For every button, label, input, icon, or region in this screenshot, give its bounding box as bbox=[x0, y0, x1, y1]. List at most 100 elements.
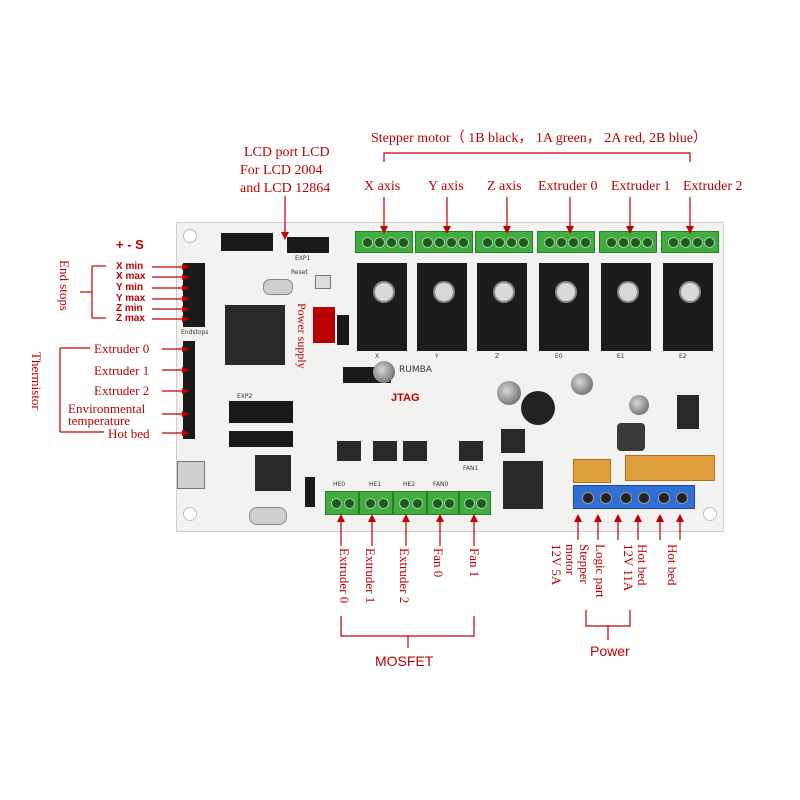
thermistor-header bbox=[183, 341, 195, 439]
mounting-hole bbox=[183, 507, 197, 521]
electrolytic-capacitor bbox=[373, 361, 395, 383]
driver-silk-e2: E2 bbox=[679, 353, 687, 360]
power-jumper[interactable] bbox=[313, 307, 335, 343]
mosfet-group-label: MOSFET bbox=[375, 653, 434, 669]
fuse bbox=[625, 455, 715, 481]
rumba-silk: RUMBA bbox=[399, 365, 432, 375]
axis-label-y: Y axis bbox=[428, 179, 464, 194]
axis-label-extruder-1: Extruder 1 bbox=[611, 179, 671, 194]
mosfet-chip bbox=[337, 441, 361, 461]
thermistor-group-label: Thermistor bbox=[29, 352, 44, 410]
reset-silk: Reset bbox=[291, 269, 308, 276]
fan1-silk: FAN1 bbox=[463, 465, 479, 472]
driver-socket-e1 bbox=[601, 263, 651, 351]
mosfet-output-fan-0: Fan 0 bbox=[431, 548, 446, 578]
mosfet-terminal-he2[interactable] bbox=[393, 491, 427, 515]
driver-socket-z bbox=[477, 263, 527, 351]
crystal-2 bbox=[249, 507, 287, 525]
small-header-2 bbox=[305, 477, 315, 507]
lcd-header-exp2-top bbox=[221, 233, 273, 251]
power-line-hotbed-2: Hot bed bbox=[665, 544, 680, 586]
driver-potentiometer[interactable] bbox=[679, 281, 701, 303]
axis-label-extruder-0: Extruder 0 bbox=[538, 179, 598, 194]
driver-silk-e1: E1 bbox=[617, 353, 625, 360]
stepper-terminal-y[interactable] bbox=[415, 231, 473, 253]
power-line-hotbed: Hot bed bbox=[635, 544, 650, 586]
driver-socket-y bbox=[417, 263, 467, 351]
power-line-logic: Logic part bbox=[593, 544, 608, 598]
ic-chip bbox=[677, 395, 699, 429]
driver-potentiometer[interactable] bbox=[433, 281, 455, 303]
mounting-hole bbox=[703, 507, 717, 521]
driver-silk-e0: E0 bbox=[555, 353, 563, 360]
stepper-terminal-e2[interactable] bbox=[661, 231, 719, 253]
stepper-terminal-z[interactable] bbox=[475, 231, 533, 253]
mosfet-chip bbox=[403, 441, 427, 461]
driver-socket-e2 bbox=[663, 263, 713, 351]
stepper-terminal-e0[interactable] bbox=[537, 231, 595, 253]
driver-silk-z: Z bbox=[495, 353, 500, 360]
mosfet-output-fan-1: Fan 1 bbox=[467, 548, 482, 578]
mounting-hole bbox=[183, 229, 197, 243]
mosfet-terminal-fan0[interactable] bbox=[427, 491, 459, 515]
thermistor-label-temperature: temperature bbox=[68, 413, 131, 428]
power-line-stepper: Stepper bbox=[577, 544, 592, 584]
rumba-board: EXP1 Reset Endstops RUMBA EXP2 X bbox=[176, 222, 724, 532]
endstop-label-z-min: Z min bbox=[116, 303, 143, 314]
thermistor-label-extruder-1: Extruder 1 bbox=[94, 363, 150, 378]
lcd-for-label: For LCD 2004 bbox=[240, 163, 323, 178]
reset-button[interactable] bbox=[315, 275, 331, 289]
jtag-label: JTAG bbox=[391, 392, 420, 404]
power-inductor bbox=[617, 423, 645, 451]
driver-silk-y: Y bbox=[435, 353, 439, 360]
endstop-label-z-max: Z max bbox=[116, 313, 145, 324]
usb-chip bbox=[255, 455, 291, 491]
exp1-silk: EXP1 bbox=[295, 255, 311, 262]
usb-port[interactable] bbox=[177, 461, 205, 489]
endstop-header bbox=[183, 263, 205, 327]
mosfet-output-extruder-2: Extruder 2 bbox=[397, 548, 412, 604]
polarity-label: + - S bbox=[116, 237, 144, 252]
stepper-terminal-x[interactable] bbox=[355, 231, 413, 253]
lcd-and-label: and LCD 12864 bbox=[240, 181, 331, 196]
electrolytic-capacitor bbox=[629, 395, 649, 415]
endstop-label-y-max: Y max bbox=[116, 293, 146, 304]
endstop-label-y-min: Y min bbox=[116, 282, 144, 293]
driver-silk-x: X bbox=[375, 353, 380, 360]
exp2-silk: EXP2 bbox=[237, 393, 253, 400]
stepper-motor-label: Stepper motor（ 1B black， 1A green， 2A re… bbox=[371, 131, 707, 146]
mosfet-terminal-fan1[interactable] bbox=[459, 491, 491, 515]
mosfet-chip bbox=[373, 441, 397, 461]
driver-potentiometer[interactable] bbox=[373, 281, 395, 303]
endstop-label-x-max: X max bbox=[116, 271, 146, 282]
axis-label-z: Z axis bbox=[487, 179, 522, 194]
regulator-chip bbox=[503, 461, 543, 509]
power-terminal[interactable] bbox=[573, 485, 695, 509]
mosfet-terminal-he0[interactable] bbox=[325, 491, 359, 515]
driver-socket-x bbox=[357, 263, 407, 351]
driver-potentiometer[interactable] bbox=[555, 281, 577, 303]
electrolytic-capacitor bbox=[497, 381, 521, 405]
small-header bbox=[337, 315, 349, 345]
endstops-silk: Endstops bbox=[181, 329, 209, 336]
aux-header bbox=[229, 431, 293, 447]
mosfet-chip bbox=[459, 441, 483, 461]
lcd-header-exp1-top bbox=[287, 237, 329, 253]
stepper-terminal-e1[interactable] bbox=[599, 231, 657, 253]
exp2-header bbox=[229, 401, 293, 423]
driver-potentiometer[interactable] bbox=[493, 281, 515, 303]
electrolytic-capacitor bbox=[571, 373, 593, 395]
inductor bbox=[521, 391, 555, 425]
power-supply-label: Power supply bbox=[295, 303, 309, 369]
axis-label-x: X axis bbox=[364, 179, 401, 194]
power-line-motor: motor bbox=[563, 544, 578, 576]
mosfet-chip bbox=[501, 429, 525, 453]
axis-label-extruder-2: Extruder 2 bbox=[683, 179, 743, 194]
he0-silk: HE0 bbox=[333, 481, 346, 488]
mcu-chip bbox=[225, 305, 285, 365]
mosfet-terminal-he1[interactable] bbox=[359, 491, 393, 515]
lcd-port-label: LCD port LCD bbox=[244, 145, 330, 160]
thermistor-label-environmental: Environmental bbox=[68, 401, 146, 416]
power-line-hotbed-12v: 12V 11A bbox=[621, 544, 636, 592]
driver-potentiometer[interactable] bbox=[617, 281, 639, 303]
